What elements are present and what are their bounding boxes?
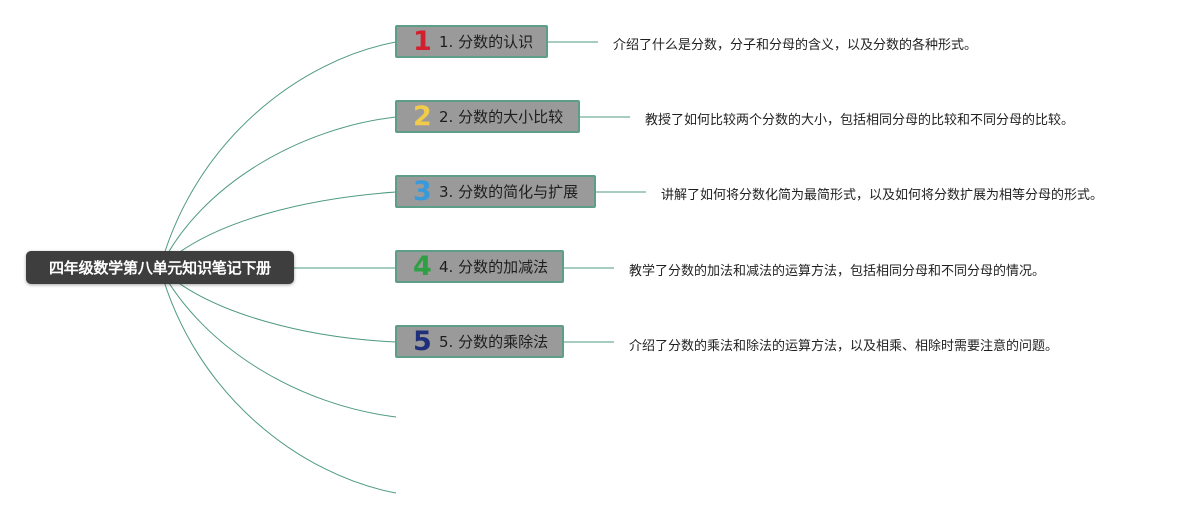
- number-1-icon: 1: [413, 26, 432, 57]
- branch-node-1[interactable]: 1 1. 分数的认识: [395, 25, 548, 58]
- number-5-icon: 5: [413, 326, 432, 357]
- branch-description-3: 讲解了如何将分数化简为最简形式，以及如何将分数扩展为相等分母的形式。: [661, 188, 1104, 203]
- connector-branch-6: [159, 267, 397, 418]
- connector-branch-7: [159, 267, 397, 494]
- connector-branch-1: [159, 41, 397, 269]
- branch-label-2: 2. 分数的大小比较: [439, 108, 564, 126]
- branch-label-4: 4. 分数的加减法: [439, 258, 549, 276]
- branch-node-4[interactable]: 4 4. 分数的加减法: [395, 250, 564, 283]
- branch-node-3[interactable]: 3 3. 分数的简化与扩展: [395, 175, 596, 208]
- number-3-icon: 3: [413, 176, 432, 207]
- connector-branch-3: [159, 191, 397, 269]
- branch-description-2: 教授了如何比较两个分数的大小，包括相同分母的比较和不同分母的比较。: [645, 113, 1075, 128]
- branch-label-1: 1. 分数的认识: [439, 33, 534, 51]
- connector-branch-5: [159, 267, 397, 343]
- branch-description-1: 介绍了什么是分数，分子和分母的含义，以及分数的各种形式。: [613, 38, 978, 53]
- root-title: 四年级数学第八单元知识笔记下册: [48, 259, 271, 277]
- branch-description-4: 教学了分数的加法和减法的运算方法，包括相同分母和不同分母的情况。: [629, 264, 1046, 279]
- branch-description-5: 介绍了分数的乘法和除法的运算方法，以及相乘、相除时需要注意的问题。: [629, 339, 1059, 354]
- number-2-icon: 2: [413, 101, 432, 132]
- number-4-icon: 4: [413, 251, 432, 282]
- branch-label-3: 3. 分数的简化与扩展: [439, 183, 579, 201]
- branch-node-2[interactable]: 2 2. 分数的大小比较: [395, 100, 580, 133]
- branch-label-5: 5. 分数的乘除法: [439, 333, 549, 351]
- root-node[interactable]: 四年级数学第八单元知识笔记下册: [26, 251, 294, 284]
- connector-branch-2: [159, 116, 397, 269]
- branch-node-5[interactable]: 5 5. 分数的乘除法: [395, 325, 564, 358]
